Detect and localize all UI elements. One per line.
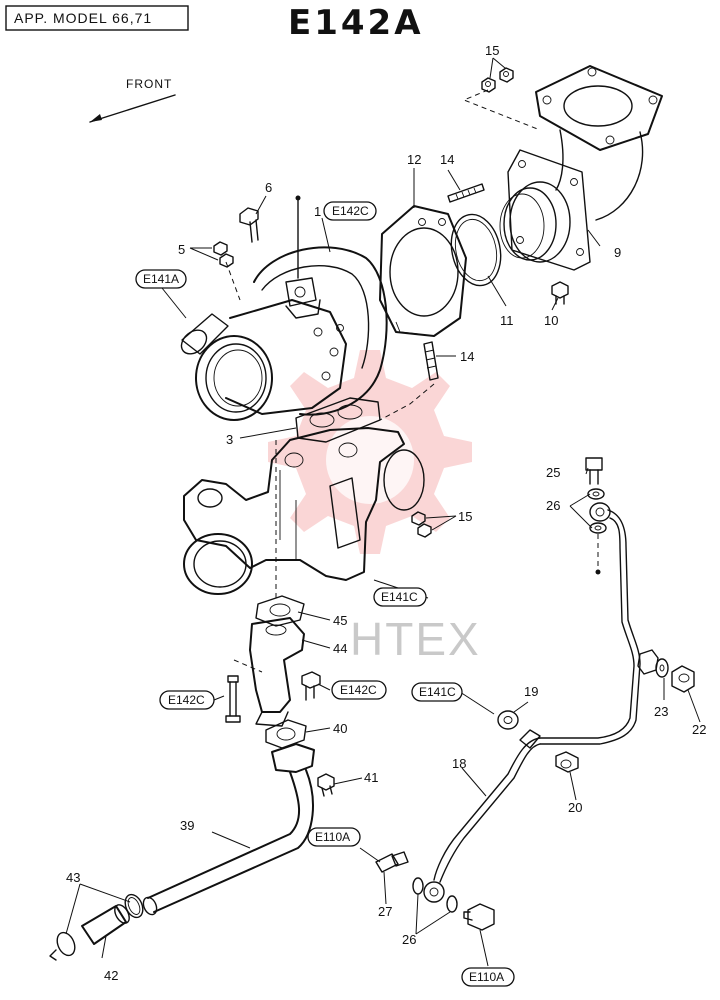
callout-40: 40 [333, 721, 347, 736]
svg-text:E141C: E141C [381, 590, 418, 604]
front-arrow-icon [89, 94, 176, 123]
exhaust-elbow [499, 65, 663, 271]
svg-text:E142C: E142C [168, 693, 205, 707]
ref-e141c-mid[interactable]: E141C [373, 587, 427, 607]
stud-upper [447, 183, 485, 203]
gasket-ring [450, 213, 502, 287]
callout-22: 22 [692, 722, 706, 737]
callout-27: 27 [378, 904, 392, 919]
rubber-hose [81, 904, 130, 945]
watermark-gear [268, 350, 472, 554]
plug-22 [671, 665, 695, 693]
banjo-fitting-lower [423, 881, 445, 903]
stud-mid [423, 341, 439, 381]
bolt-25 [585, 457, 603, 485]
nut-pair-left-guide [225, 261, 241, 301]
elbow-bolt-left [225, 675, 241, 723]
svg-text:E142C: E142C [332, 204, 369, 218]
callout-20: 20 [568, 800, 582, 815]
pipe-bolt [317, 773, 335, 797]
svg-text:E110A: E110A [315, 830, 350, 844]
callout-41: 41 [364, 770, 378, 785]
callout-39: 39 [180, 818, 194, 833]
callout-26-lower: 26 [402, 932, 416, 947]
exhaust-manifold [183, 427, 425, 595]
turbocharger [180, 195, 388, 421]
callout-26-upper: 26 [546, 498, 560, 513]
front-direction-label: FRONT [126, 77, 172, 91]
callout-10: 10 [544, 313, 558, 328]
callout-9: 9 [614, 245, 621, 260]
app-model-box [5, 5, 189, 31]
ref-e141a[interactable]: E141A [135, 269, 187, 289]
bolt-20 [555, 751, 579, 773]
callout-numbers: 15 12 14 1 6 5 9 10 11 14 3 15 45 44 40 … [66, 43, 706, 983]
adapter-27 [375, 851, 409, 873]
exhaust-pipe [142, 743, 315, 916]
ref-e142c-right[interactable]: E142C [331, 680, 387, 700]
callout-43: 43 [66, 870, 80, 885]
nut-pair-left [213, 241, 234, 268]
callout-11: 11 [500, 313, 514, 328]
washer-23 [655, 658, 669, 678]
callout-3: 3 [226, 432, 233, 447]
hose-clamp-left [49, 931, 76, 961]
ref-e110a-bottom[interactable]: E110A [461, 967, 515, 987]
hose-clamp-right [124, 893, 144, 919]
svg-text:E141C: E141C [419, 685, 456, 699]
leader-lines [65, 57, 701, 967]
pipe-gasket [265, 719, 307, 749]
callout-15-top: 15 [485, 43, 499, 58]
watermark-text: HTEX [350, 613, 481, 665]
washer-26-upper [587, 488, 607, 534]
callout-42: 42 [104, 968, 118, 983]
adapter-plate [379, 205, 467, 337]
callout-14-mid: 14 [460, 349, 474, 364]
callout-14-top: 14 [440, 152, 454, 167]
elbow-bolt-left-guide [233, 659, 263, 673]
bolt-6 [239, 207, 259, 243]
banjo-bolt-lower [463, 903, 495, 931]
callout-45: 45 [333, 613, 347, 628]
pipe-connector [519, 729, 541, 749]
ref-e141a-leader [161, 287, 187, 319]
svg-text:E110A: E110A [469, 970, 504, 984]
callout-19: 19 [524, 684, 538, 699]
nut-pair-right [411, 511, 432, 538]
banjo-upper-point [595, 569, 601, 575]
elbow-bolt-right [301, 671, 321, 701]
ref-e141c-right[interactable]: E141C [411, 682, 463, 702]
nut-pair-top [481, 67, 514, 93]
callout-5: 5 [178, 242, 185, 257]
callout-44: 44 [333, 641, 347, 656]
elbow-gasket [255, 595, 305, 627]
callout-1: 1 [314, 204, 321, 219]
callout-15-mid: 15 [458, 509, 472, 524]
callout-25: 25 [546, 465, 560, 480]
ref-e110a-mid[interactable]: E110A [307, 827, 361, 847]
small-bolt [551, 281, 569, 305]
outlet-elbow [249, 617, 305, 727]
stud-mid-guide [379, 383, 435, 421]
banjo-fitting-upper [589, 502, 611, 522]
callout-12: 12 [407, 152, 421, 167]
sleeve-19 [497, 710, 519, 730]
pipe-clip [637, 649, 659, 675]
svg-text:E141A: E141A [143, 272, 179, 286]
oil-return-pipe [433, 509, 641, 883]
ref-e142c-left[interactable]: E142C [159, 690, 215, 710]
nut-pair-top-guide [462, 89, 541, 131]
page-title: E142A [288, 3, 424, 43]
callout-23: 23 [654, 704, 668, 719]
ref-e142c-top[interactable]: E142C [323, 201, 377, 221]
svg-text:E142C: E142C [340, 683, 377, 697]
callout-18: 18 [452, 756, 466, 771]
callout-6: 6 [265, 180, 272, 195]
washer-26-lower [412, 877, 458, 913]
app-model-label: APP. MODEL 66,71 [14, 10, 152, 26]
